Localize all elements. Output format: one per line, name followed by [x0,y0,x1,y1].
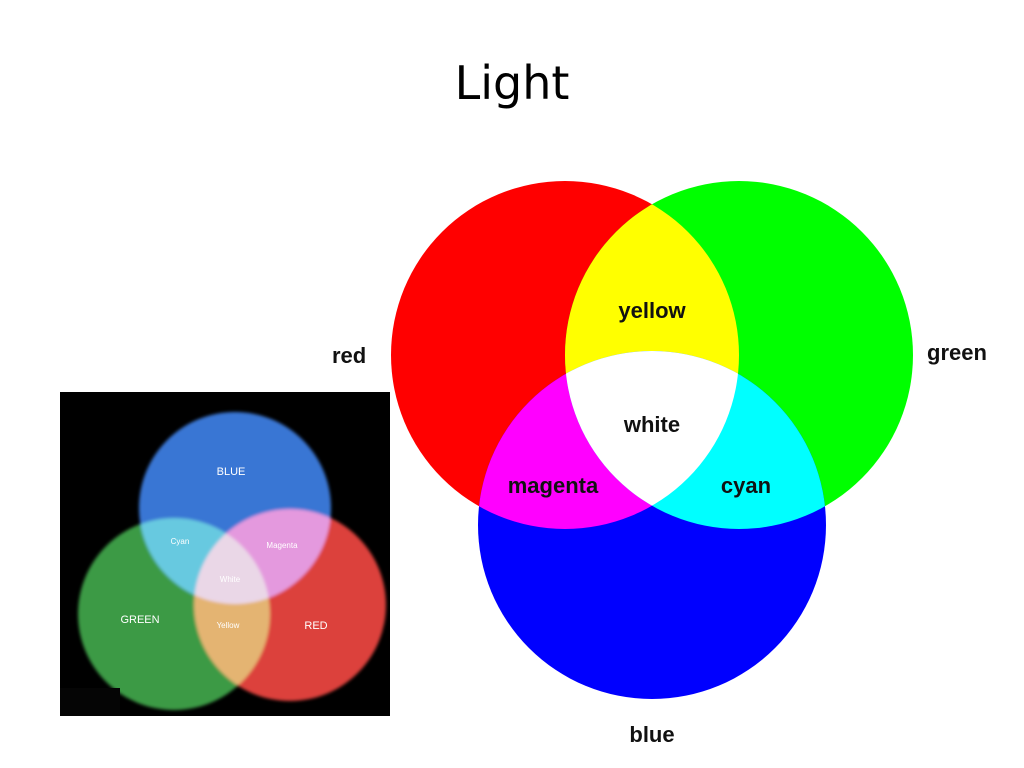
photo-magenta-label: Magenta [266,541,298,550]
projected-light-circles: BLUE GREEN RED Cyan Magenta White Yellow [60,392,390,716]
photo-white-label: White [220,575,241,584]
red-label: red [332,343,366,368]
photo-yellow-label: Yellow [217,621,240,630]
photo-red-label: RED [304,620,327,632]
white-label: white [623,412,680,437]
slide-title: Light [454,56,570,110]
photo-green-label: GREEN [120,614,159,626]
magenta-label: magenta [508,473,599,498]
yellow-label: yellow [618,298,686,323]
photo-blue-label: BLUE [217,466,246,478]
photo-red-circle [194,509,386,701]
cyan-label: cyan [721,473,771,498]
blue-label: blue [629,722,674,747]
green-label: green [927,340,987,365]
photo-dark-corner [60,688,120,716]
photo-cyan-label: Cyan [171,537,190,546]
colored-light-photo: BLUE GREEN RED Cyan Magenta White Yellow [60,392,390,716]
